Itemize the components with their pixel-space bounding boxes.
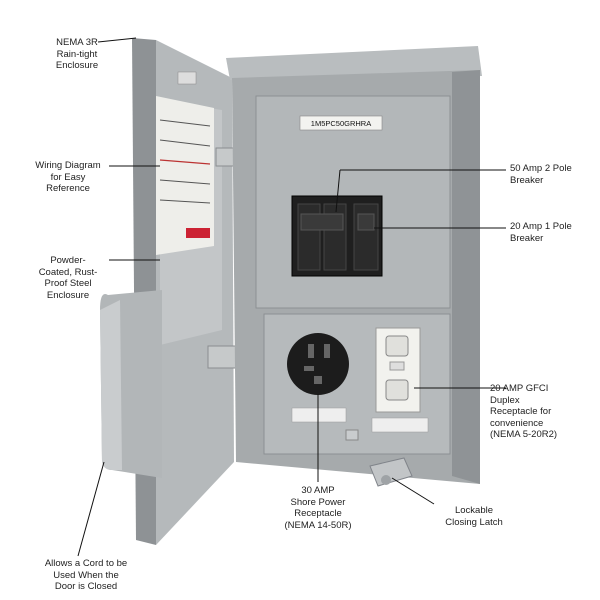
shore-power-receptacle: [287, 333, 349, 423]
cord-door-callout: Allows a Cord to be Used When the Door i…: [44, 558, 128, 592]
latch-callout: Lockable Closing Latch: [445, 505, 503, 528]
wiring-diagram-callout: Wiring Diagram for Easy Reference: [35, 160, 101, 194]
breaker-20-callout: 20 Amp 1 Pole Breaker: [510, 221, 572, 244]
gfci-callout: 20 AMP GFCI Duplex Receptacle for conven…: [490, 383, 558, 440]
breaker-panel: [291, 195, 383, 277]
breaker-50-callout: 50 Amp 2 Pole Breaker: [510, 163, 572, 186]
cord-cavity: [100, 290, 162, 478]
closing-latch: [345, 429, 413, 487]
callout-leader-lines: [77, 37, 506, 557]
model-number-text: 1M5PC50GRHRA: [311, 119, 371, 128]
enclosure-callout: NEMA 3R Rain-tight Enclosure: [55, 37, 99, 71]
enclosure-door: [100, 38, 239, 545]
enclosure-body: 1M5PC50GRHRA: [226, 46, 482, 487]
gfci-receptacle: [371, 327, 429, 433]
wiring-diagram-sticker: [156, 71, 214, 255]
shore-power-callout: 30 AMP Shore Power Receptacle (NEMA 14-5…: [284, 485, 352, 531]
powder-coated-callout: Powder- Coated, Rust- Proof Steel Enclos…: [38, 255, 98, 301]
